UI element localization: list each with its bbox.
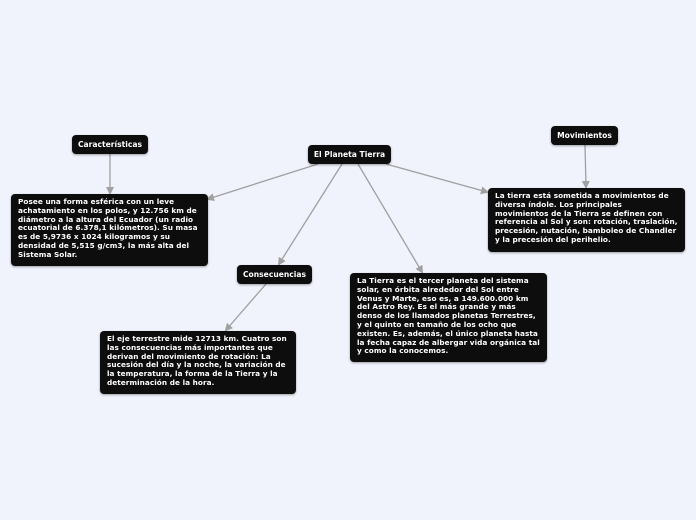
connector-central-planeta-note	[357, 163, 424, 274]
connector-movimientos	[581, 144, 590, 189]
topic-movimientos[interactable]: Movimientos	[551, 126, 618, 145]
central-topic[interactable]: El Planeta Tierra	[308, 145, 391, 164]
note-movimientos[interactable]: La tierra está sometida a movimientos de…	[488, 188, 685, 252]
note-caracteristicas[interactable]: Posee una forma esférica con un leve ach…	[11, 194, 208, 266]
note-planeta[interactable]: La Tierra es el tercer planeta del siste…	[350, 273, 547, 362]
topic-caracteristicas[interactable]: Características	[72, 135, 148, 154]
note-consecuencias[interactable]: El eje terrestre mide 12713 km. Cuatro s…	[100, 331, 296, 394]
connector-central-consecuencias	[277, 163, 343, 266]
connector-central-caracteristicas-note	[206, 163, 319, 201]
connector-consecuencias	[224, 283, 267, 332]
connector-central-movimientos-note	[385, 163, 489, 195]
topic-consecuencias[interactable]: Consecuencias	[237, 265, 312, 284]
